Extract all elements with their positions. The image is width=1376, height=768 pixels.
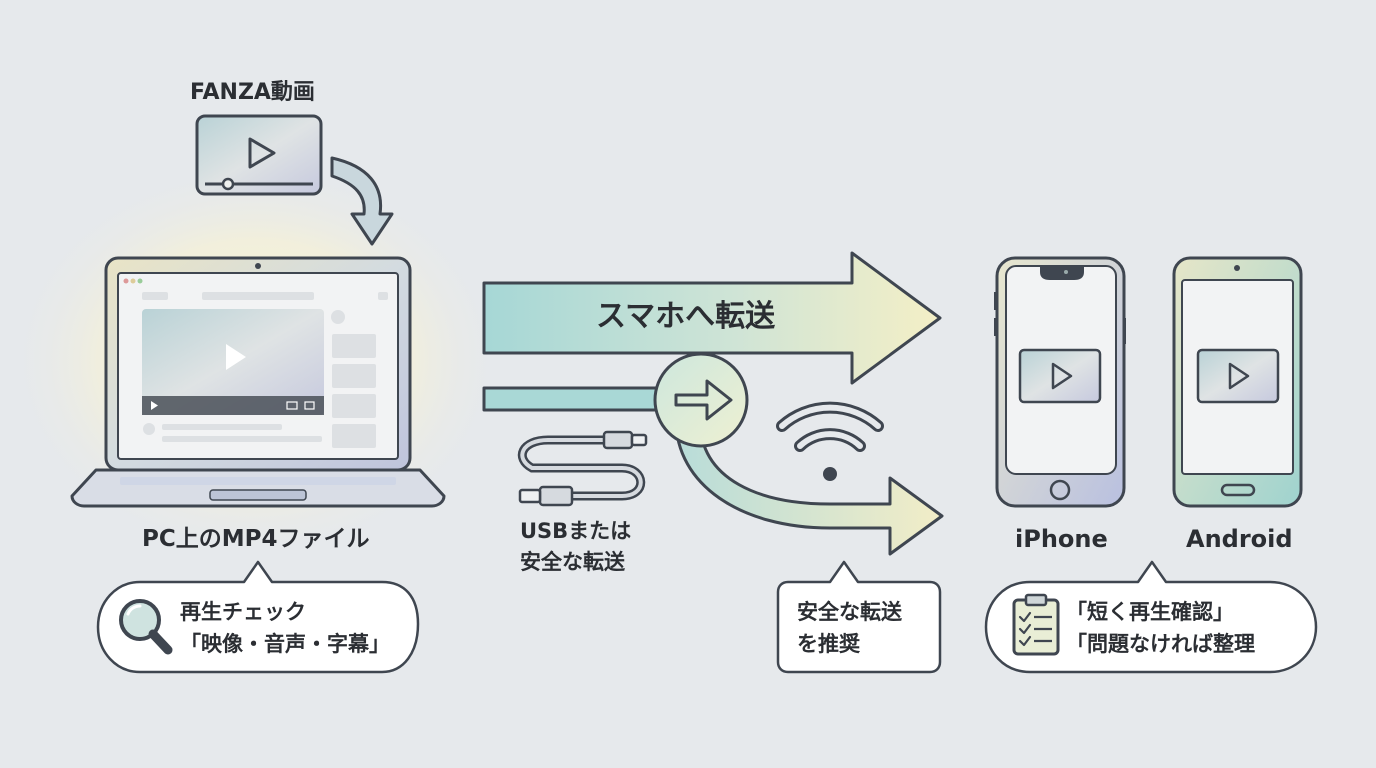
magnifier-icon (119, 599, 173, 655)
transfer-callout-line-1: 安全な転送 (797, 600, 902, 624)
devices-callout-text: 「短く再生確認」 「問題なければ整理 (1066, 596, 1255, 660)
devices-callout-bubble (984, 560, 1318, 674)
transfer-circle-icon (653, 352, 749, 448)
usb-transfer-label-line-1: USBまたは (520, 519, 632, 543)
iphone-label: iPhone (1015, 525, 1108, 553)
usb-cable-icon (517, 430, 648, 507)
transfer-arrow-lower (482, 386, 944, 556)
transfer-arrow-main (482, 251, 942, 385)
transfer-callout-line-2: を推奨 (797, 632, 860, 656)
usb-transfer-label: USBまたは 安全な転送 (520, 516, 631, 578)
devices-callout-line-1: 「短く再生確認」 (1066, 600, 1234, 624)
iphone-icon (994, 256, 1126, 508)
source-title: FANZA動画 (190, 80, 315, 105)
transfer-callout-text: 安全な転送 を推奨 (797, 596, 902, 660)
laptop-icon (70, 256, 446, 508)
transfer-callout-bubble (776, 560, 942, 674)
devices-callout-line-2: 「問題なければ整理 (1066, 632, 1255, 656)
android-label: Android (1186, 525, 1293, 553)
pc-callout-bubble (96, 560, 420, 674)
pc-file-label: PC上のMP4ファイル (142, 526, 370, 552)
transfer-arrow-label: スマホへ転送 (596, 299, 776, 334)
usb-transfer-label-line-2: 安全な転送 (520, 550, 625, 574)
pc-callout-line-1: 再生チェック (180, 600, 306, 624)
clipboard-checklist-icon (1012, 593, 1060, 656)
pc-callout-text: 再生チェック 「映像・音声・字幕」 (180, 596, 390, 660)
android-phone-icon (1172, 256, 1303, 508)
download-curved-arrow-icon (330, 156, 394, 246)
video-card-icon (195, 114, 323, 196)
pc-callout-line-2: 「映像・音声・字幕」 (180, 632, 390, 656)
